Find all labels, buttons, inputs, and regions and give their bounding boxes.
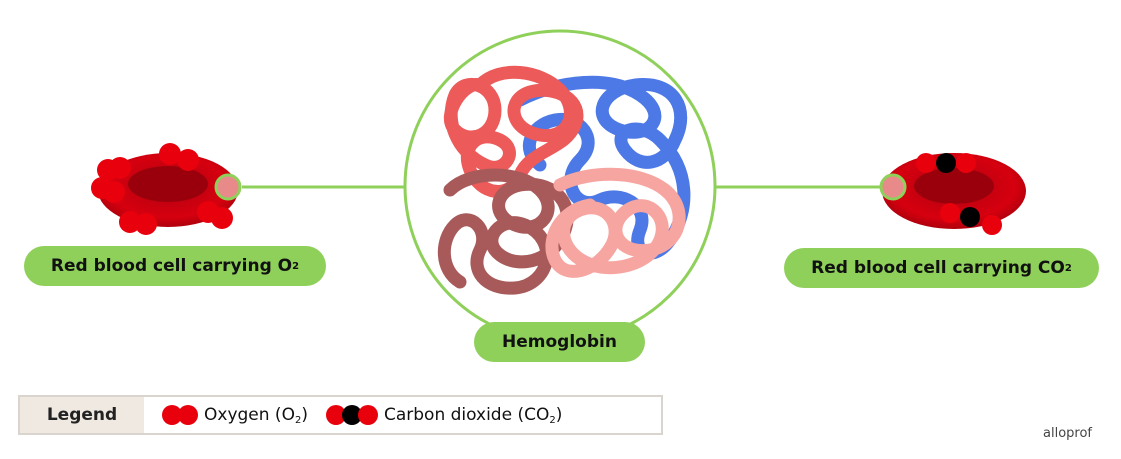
right-cell-label-text: Red blood cell carrying CO [811,258,1065,278]
oxygen-molecules [91,143,233,235]
legend-oxygen-label: Oxygen (O2) [204,404,308,426]
carbon-dioxide-icon [325,405,378,425]
hemoglobin-molecule [403,29,717,343]
oxygen-icon [162,405,198,425]
legend-carbon-dioxide-label: Carbon dioxide (CO2) [383,404,563,426]
red-blood-cell-oxygen [91,143,242,235]
left-cell-label-text: Red blood cell carrying O [50,256,293,276]
legend: Legend Oxygen (O2) Carbon dioxide (CO2) [18,395,663,435]
hemoglobin-label: Hemoglobin [474,322,645,362]
carbon-dioxide-molecules [916,153,1002,235]
legend-title: Legend [20,397,144,433]
brown-chain [437,168,574,295]
hemoglobin-marker-left [214,173,242,201]
left-cell-label-subscript: 2 [292,260,300,272]
pink-chain [545,167,686,278]
legend-item-oxygen: Oxygen (O2) [144,397,308,433]
red-blood-cell-carbon-dioxide [879,153,1026,235]
blue-chain [513,75,691,260]
hemoglobin-marker-right [879,173,907,201]
brand-logo: alloprof [1043,426,1092,441]
legend-item-carbon-dioxide: Carbon dioxide (CO2) [308,397,562,433]
right-cell-label-subscript: 2 [1064,262,1072,274]
